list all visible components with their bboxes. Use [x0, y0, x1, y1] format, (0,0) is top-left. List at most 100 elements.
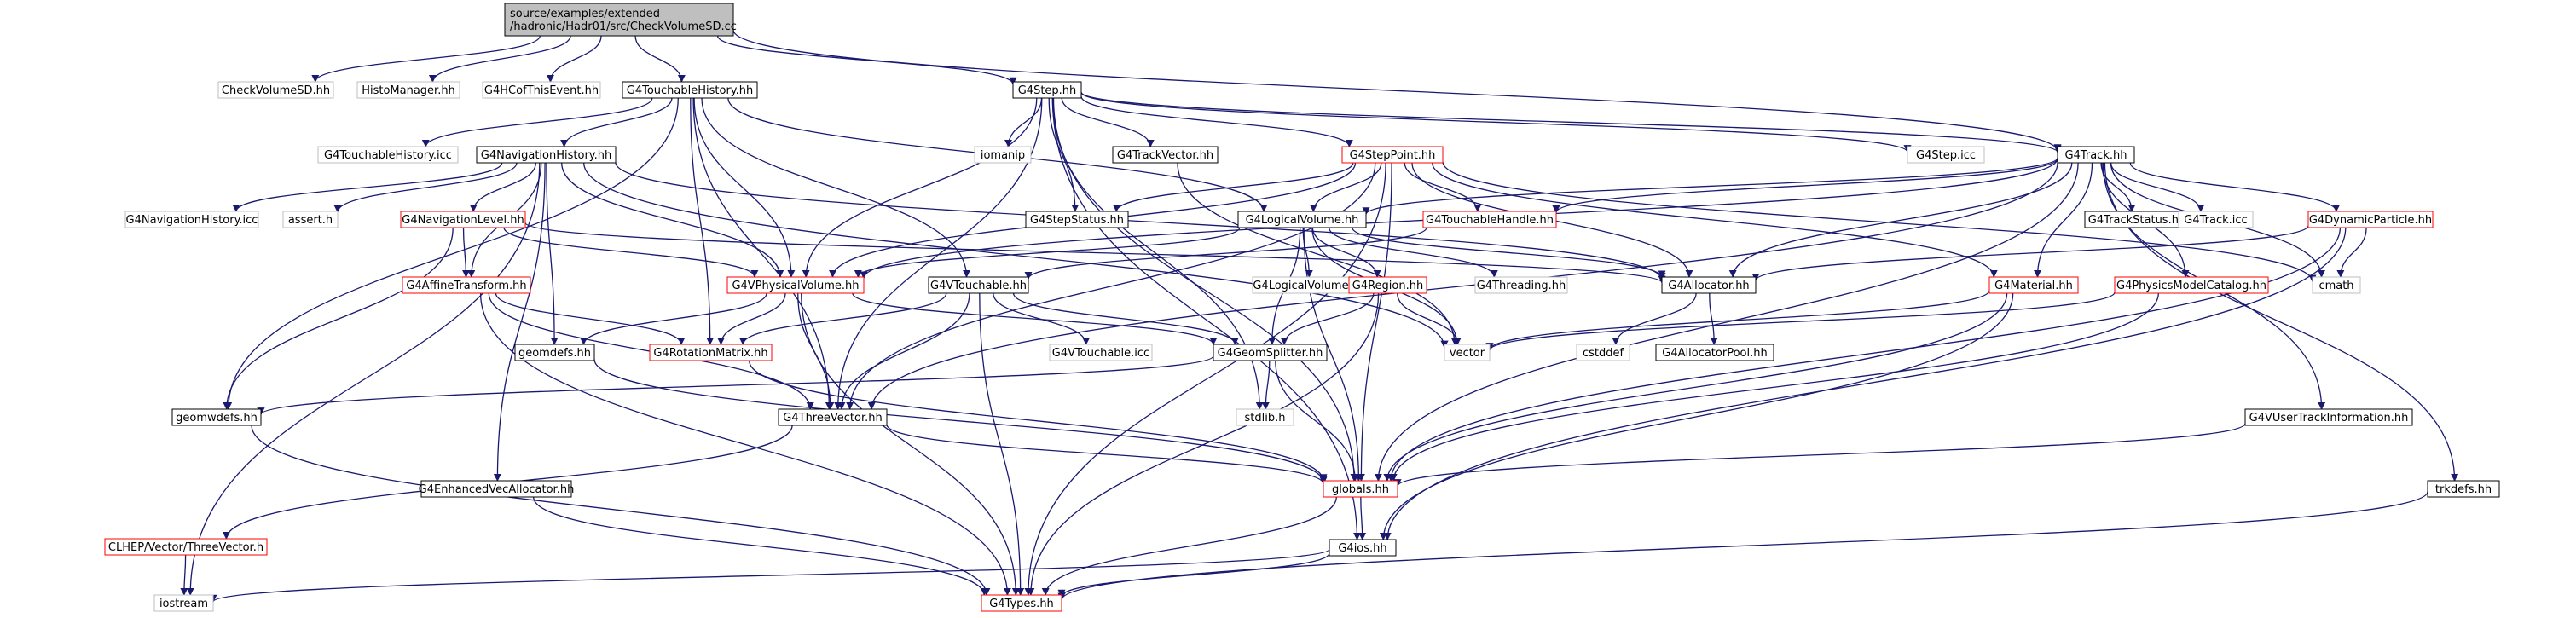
node-trackvector-box	[1112, 146, 1219, 164]
node-region-label: G4Region.hh	[1352, 280, 1423, 292]
node-stepicc-label: G4Step.icc	[1916, 149, 1976, 162]
node-dynpart[interactable]: G4DynamicParticle.hh	[2307, 211, 2434, 228]
node-histomgr: HistoManager.hh	[356, 81, 460, 99]
node-g4step-label: G4Step.hh	[1018, 84, 1077, 97]
node-trackvector[interactable]: G4TrackVector.hh	[1112, 146, 1219, 164]
node-geomdefs-box	[514, 344, 595, 361]
edge-region-to-vector	[1397, 292, 1462, 345]
edge-navhist-to-iostream	[186, 162, 541, 596]
node-vusertrack[interactable]: G4VUserTrackInformation.hh	[2244, 408, 2413, 426]
node-physcat[interactable]: G4PhysicsModelCatalog.hh	[2114, 276, 2269, 294]
edge-root-to-checkvolume	[311, 35, 541, 83]
edge-touchhist-to-rotmatrix	[690, 97, 715, 345]
node-cstddef-box	[1576, 344, 1630, 361]
node-root-box	[504, 3, 734, 37]
node-affine[interactable]: G4AffineTransform.hh	[402, 276, 531, 294]
node-trackstatus[interactable]: G4TrackStatus.hh	[2084, 211, 2190, 228]
node-vtouchicc-label: G4VTouchable.icc	[1052, 347, 1149, 360]
node-g4ios-label: G4ios.hh	[1338, 542, 1386, 555]
node-trkdefs-label: trkdefs.hh	[2435, 483, 2492, 496]
edge-navlevel-to-vphysvol	[503, 227, 759, 278]
node-navhist[interactable]: G4NavigationHistory.hh	[476, 146, 617, 164]
node-g4types-label: G4Types.hh	[989, 598, 1054, 610]
node-allocpool[interactable]: G4AllocatorPool.hh	[1655, 344, 1774, 361]
node-stepicc-box	[1907, 146, 1985, 164]
edge-affine-to-rotmatrix	[495, 292, 686, 345]
edge-material-to-globals	[1383, 292, 2008, 482]
node-region[interactable]: G4Region.hh	[1348, 276, 1427, 294]
node-touchhist[interactable]: G4TouchableHistory.hh	[622, 81, 758, 99]
node-steppoint[interactable]: G4StepPoint.hh	[1341, 146, 1444, 164]
node-vphysvol-box	[726, 276, 865, 294]
edge-material-to-vector	[1485, 290, 1990, 351]
edge-g4step-to-g4ios	[1051, 97, 1362, 540]
node-touchhandle[interactable]: G4TouchableHandle.hh	[1422, 211, 1557, 228]
node-logvolicc-label: G4LogicalVolume.icc	[1253, 280, 1367, 292]
node-navlevel-label: G4NavigationLevel.hh	[402, 214, 524, 227]
node-trackvector-label: G4TrackVector.hh	[1117, 149, 1213, 162]
node-enhvecalloc-label: G4EnhancedVecAllocator.hh	[419, 483, 575, 496]
node-g4ios[interactable]: G4ios.hh	[1329, 539, 1397, 557]
node-vtouchable[interactable]: G4VTouchable.hh	[928, 276, 1029, 294]
node-navlevel[interactable]: G4NavigationLevel.hh	[400, 211, 526, 228]
node-vtouchicc: G4VTouchable.icc	[1049, 344, 1153, 361]
node-material[interactable]: G4Material.hh	[1988, 276, 2079, 294]
node-geomsplit[interactable]: G4GeomSplitter.hh	[1213, 344, 1328, 361]
edge-vusertrack-to-globals	[1393, 423, 2246, 488]
node-root-label: /hadronic/Hadr01/src/CheckVolumeSD.cc	[510, 20, 737, 33]
node-logvol[interactable]: G4LogicalVolume.hh	[1237, 211, 1367, 228]
node-geomdefs[interactable]: geomdefs.hh	[514, 344, 595, 361]
edge-g4step-to-iomanip	[1004, 97, 1043, 147]
node-touchhisticc: G4TouchableHistory.icc	[317, 146, 459, 164]
node-touchhisticc-box	[317, 146, 459, 164]
node-allocator[interactable]: G4Allocator.hh	[1661, 276, 1757, 294]
edges-layer	[180, 30, 2459, 603]
node-histomgr-label: HistoManager.hh	[362, 84, 455, 97]
node-hcofthis: G4HCofThisEvent.hh	[482, 81, 601, 99]
edge-navhist-to-allocator	[615, 162, 1666, 281]
node-trkdefs[interactable]: trkdefs.hh	[2427, 480, 2500, 498]
node-checkvolume: CheckVolumeSD.hh	[217, 81, 334, 99]
node-geomsplit-label: G4GeomSplitter.hh	[1218, 347, 1323, 360]
node-allocator-label: G4Allocator.hh	[1668, 280, 1749, 292]
node-g4track-label: G4Track.hh	[2065, 149, 2127, 162]
node-affine-box	[402, 276, 531, 294]
edge-root-to-hcofthis	[546, 35, 602, 83]
edge-root-to-touchhist	[634, 35, 686, 83]
node-geomwdefs[interactable]: geomwdefs.hh	[171, 408, 262, 426]
edge-g4track-to-allocator	[1728, 162, 2073, 278]
edge-navhist-to-geomdefs	[546, 162, 559, 345]
node-navhisticc-box	[124, 211, 259, 228]
edge-navlevel-to-affine	[461, 227, 471, 278]
node-iostream-label: iostream	[159, 598, 208, 610]
edge-trackvector-to-vector	[1177, 162, 1459, 345]
edge-navhist-to-asserth	[333, 162, 518, 213]
edge-g4track-to-logvol	[1362, 157, 2058, 216]
node-dynpart-box	[2307, 211, 2434, 228]
edge-steppoint-to-logvol	[1309, 162, 1382, 212]
edge-root-to-g4track	[732, 30, 2062, 153]
edge-g4ios-to-iostream	[209, 548, 1330, 603]
edge-geomdefs-to-globals	[593, 359, 1328, 484]
edge-vtouchable-to-threevector	[837, 292, 970, 410]
edge-g4track-to-globals	[1374, 162, 2079, 482]
node-clhepvec[interactable]: CLHEP/Vector/ThreeVector.h	[104, 538, 268, 556]
node-stepstatus[interactable]: G4StepStatus.hh	[1025, 211, 1129, 228]
node-globals[interactable]: globals.hh	[1323, 480, 1398, 498]
node-asserth-box	[282, 211, 339, 228]
node-g4types[interactable]: G4Types.hh	[981, 594, 1062, 612]
edge-allocator-to-cstddef	[1612, 292, 1697, 345]
node-rotmatrix[interactable]: G4RotationMatrix.hh	[649, 344, 773, 361]
node-g4step[interactable]: G4Step.hh	[1012, 81, 1082, 99]
node-histomgr-box	[356, 81, 460, 99]
edge-geomsplit-to-stdlib	[1261, 360, 1271, 410]
node-g4types-box	[981, 594, 1062, 612]
node-enhvecalloc[interactable]: G4EnhancedVecAllocator.hh	[419, 480, 575, 498]
edge-region-to-geomsplit	[1280, 292, 1375, 345]
node-vphysvol[interactable]: G4VPhysicalVolume.hh	[726, 276, 865, 294]
node-asserth-label: assert.h	[288, 214, 333, 227]
node-threevector[interactable]: G4ThreeVector.hh	[778, 408, 888, 426]
node-g4track[interactable]: G4Track.hh	[2057, 146, 2135, 164]
edge-trkdefs-to-g4types	[1057, 491, 2428, 601]
node-cmath: cmath	[2312, 276, 2361, 294]
